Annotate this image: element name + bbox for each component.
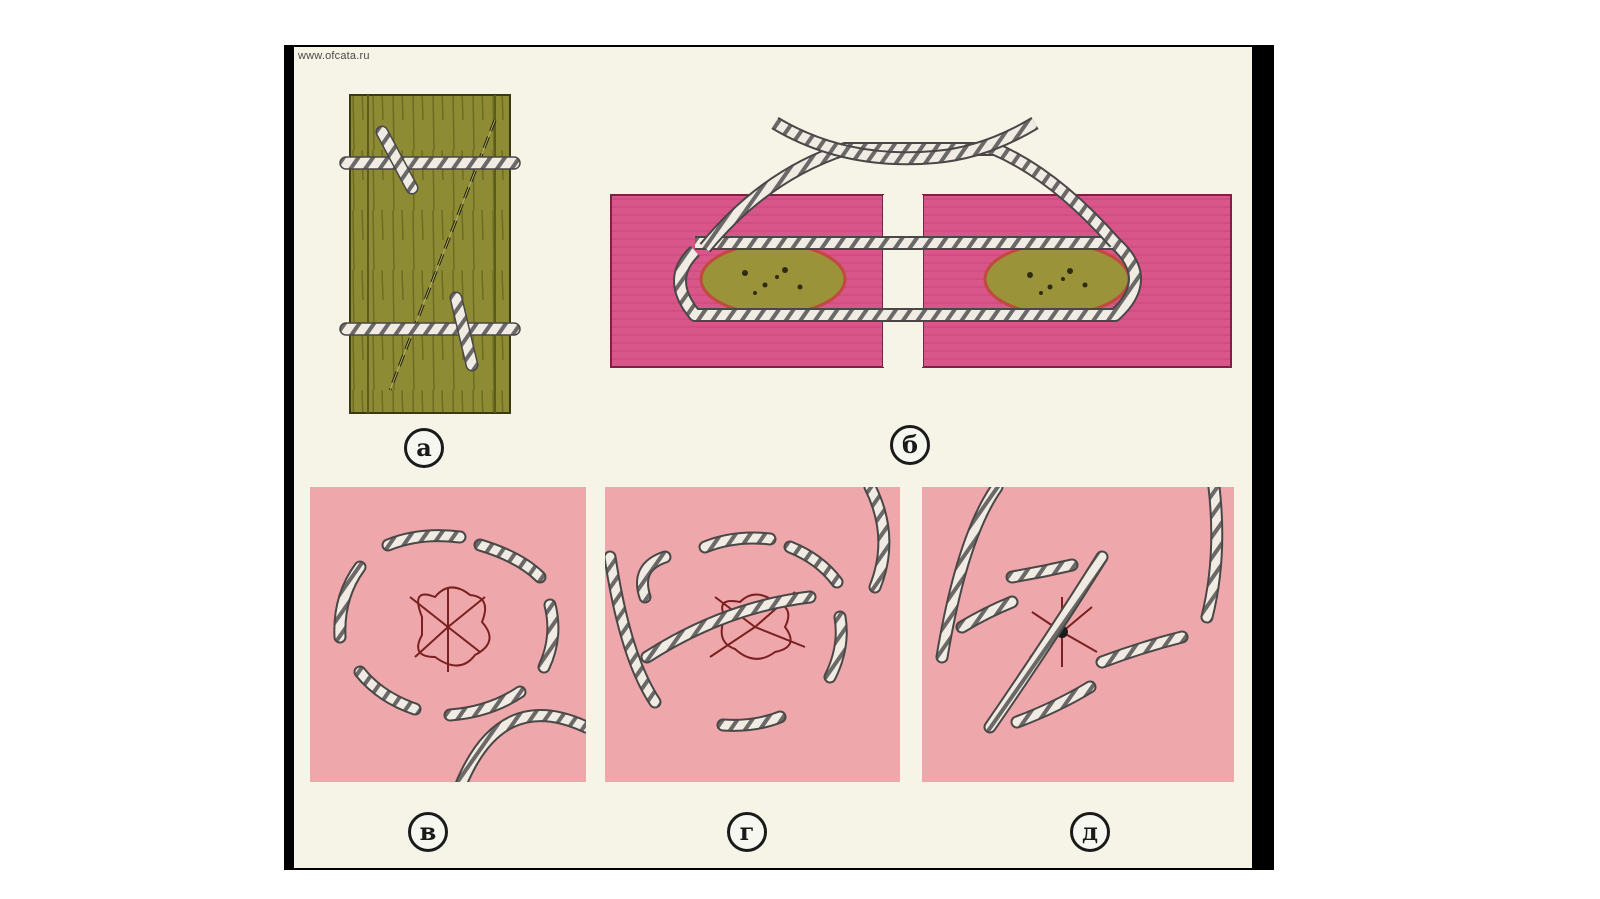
purse-string-drawing xyxy=(310,487,586,782)
watermark: www.ofcata.ru xyxy=(298,50,370,62)
panel-d xyxy=(922,487,1234,782)
z-suture-drawing xyxy=(922,487,1234,782)
panel-a xyxy=(330,90,530,420)
panel-b xyxy=(605,115,1235,375)
stick-drawing xyxy=(339,94,521,414)
panel-label-a: а xyxy=(404,428,444,468)
cross-thread-drawing xyxy=(605,487,900,782)
panel-label-v: в xyxy=(408,812,448,852)
panel-label-g: г xyxy=(727,812,767,852)
panel-label-b: б xyxy=(890,425,930,465)
strip-drawing xyxy=(610,116,1232,368)
panel-label-d: д xyxy=(1070,812,1110,852)
panel-g xyxy=(605,487,900,782)
panel-v xyxy=(310,487,586,782)
